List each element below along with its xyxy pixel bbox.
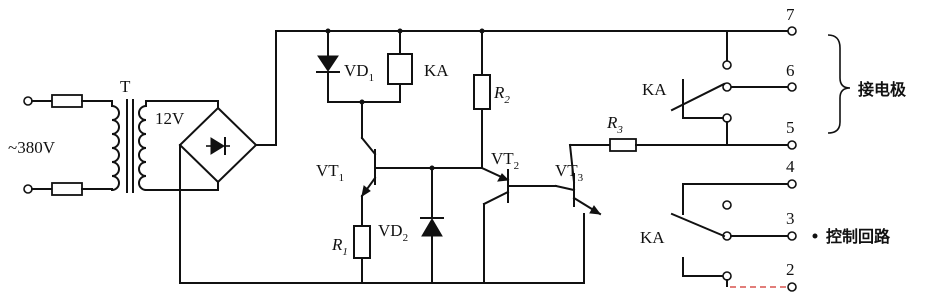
vd1-label: VD1 [344, 61, 374, 84]
terminal-2 [787, 282, 797, 292]
r3-resistor [609, 138, 637, 152]
r1-label: R1 [331, 235, 348, 258]
fuse-bottom [51, 182, 83, 196]
electrode-group-label: 接电极 [858, 80, 907, 99]
bridge-rectifier [178, 30, 277, 284]
secondary-voltage-label: 12V [155, 109, 185, 128]
vd2-diode [421, 218, 443, 237]
input-terminal-top [23, 96, 33, 106]
r2-label: R2 [493, 83, 510, 106]
r2-vt2-branch: R2 VT2 [473, 28, 557, 284]
r2-resistor [473, 74, 491, 110]
terminal-7 [787, 26, 797, 36]
group-labels: 接电极 控制回路 [812, 34, 907, 246]
terminal-3-label: 3 [786, 209, 795, 228]
input-terminal-bottom [23, 184, 33, 194]
vd1-ka-branch: VD1 KA [316, 28, 449, 139]
terminal-2-label: 2 [786, 260, 795, 279]
fuse-top [51, 94, 83, 108]
ka-lower-label: KA [640, 228, 665, 247]
ka-coil-label: KA [424, 61, 449, 80]
ka-contact-lower: KA [640, 183, 789, 288]
ac-input: ~380V [8, 94, 113, 196]
terminal-4-label: 4 [786, 157, 795, 176]
output-terminals: 7 6 5 4 3 2 [786, 5, 797, 292]
transformer: T 12V [110, 77, 219, 193]
ka-relay-coil [387, 53, 413, 85]
terminal-5-label: 5 [786, 118, 795, 137]
vt2-label: VT2 [491, 149, 519, 172]
r3-label: R3 [606, 113, 623, 136]
transformer-label: T [120, 77, 131, 96]
terminal-4 [787, 179, 797, 189]
terminal-3 [787, 231, 797, 241]
terminal-7-label: 7 [786, 5, 795, 24]
r1-resistor [353, 225, 371, 259]
vt1-transistor: VT1 R1 [316, 136, 481, 284]
vt3-r3-branch: VT3 R3 [554, 113, 789, 284]
electrode-brace [827, 34, 851, 134]
vd1-diode [317, 55, 339, 72]
vd2-branch: VD2 [378, 167, 444, 284]
control-circuit-label: 控制回路 [826, 227, 891, 246]
terminal-5 [787, 140, 797, 150]
terminal-6-label: 6 [786, 61, 795, 80]
ka-upper-label: KA [642, 80, 667, 99]
vd2-label: VD2 [378, 221, 408, 244]
supply-voltage-label: ~380V [8, 138, 56, 157]
vt1-label: VT1 [316, 161, 344, 184]
vt3-label: VT3 [555, 161, 584, 184]
terminal-6 [787, 82, 797, 92]
ka-contact-upper: KA [642, 30, 789, 146]
